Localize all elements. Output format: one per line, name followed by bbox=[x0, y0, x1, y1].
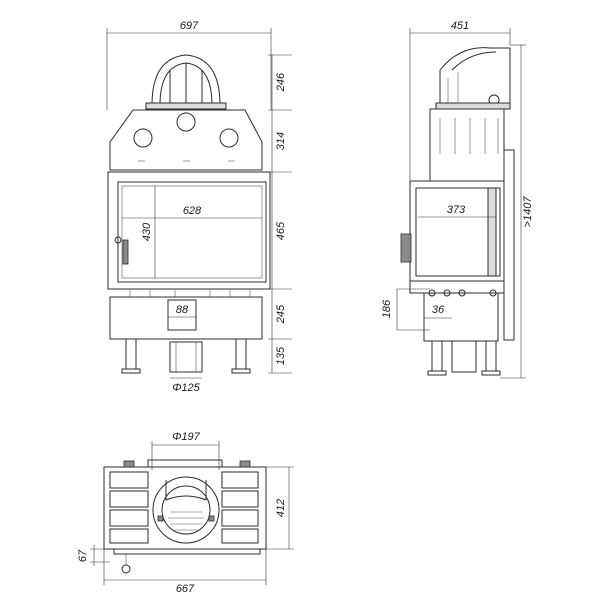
base-height-label: 245 bbox=[275, 304, 287, 324]
top-view: Φ197 bbox=[77, 431, 294, 595]
hood-height-label: 246 bbox=[275, 72, 287, 92]
top-flue-label: Φ197 bbox=[172, 431, 200, 443]
total-height-label: >1407 bbox=[522, 196, 534, 228]
door-height-label: 465 bbox=[275, 221, 287, 240]
air-inlet-height-label: 186 bbox=[381, 299, 393, 318]
legs-height-label: 135 bbox=[275, 346, 287, 365]
front-view: 697 628 430 bbox=[106, 20, 292, 394]
flue-diameter-label: Φ125 bbox=[172, 382, 200, 394]
glass-width-label: 628 bbox=[183, 205, 202, 217]
outlet-width-label: 88 bbox=[176, 304, 189, 316]
side-glass-label: 373 bbox=[447, 204, 466, 216]
top-width-label: 667 bbox=[176, 583, 195, 595]
front-width-label: 697 bbox=[180, 20, 199, 32]
side-depth-label: 451 bbox=[451, 20, 469, 32]
top-offset-label: 67 bbox=[77, 549, 89, 562]
top-height-label: 314 bbox=[275, 132, 287, 150]
air-inlet-offset-label: 36 bbox=[432, 304, 445, 316]
side-view: 451 373 bbox=[381, 20, 534, 379]
top-depth-label: 412 bbox=[275, 499, 287, 517]
glass-height-label: 430 bbox=[141, 222, 153, 241]
